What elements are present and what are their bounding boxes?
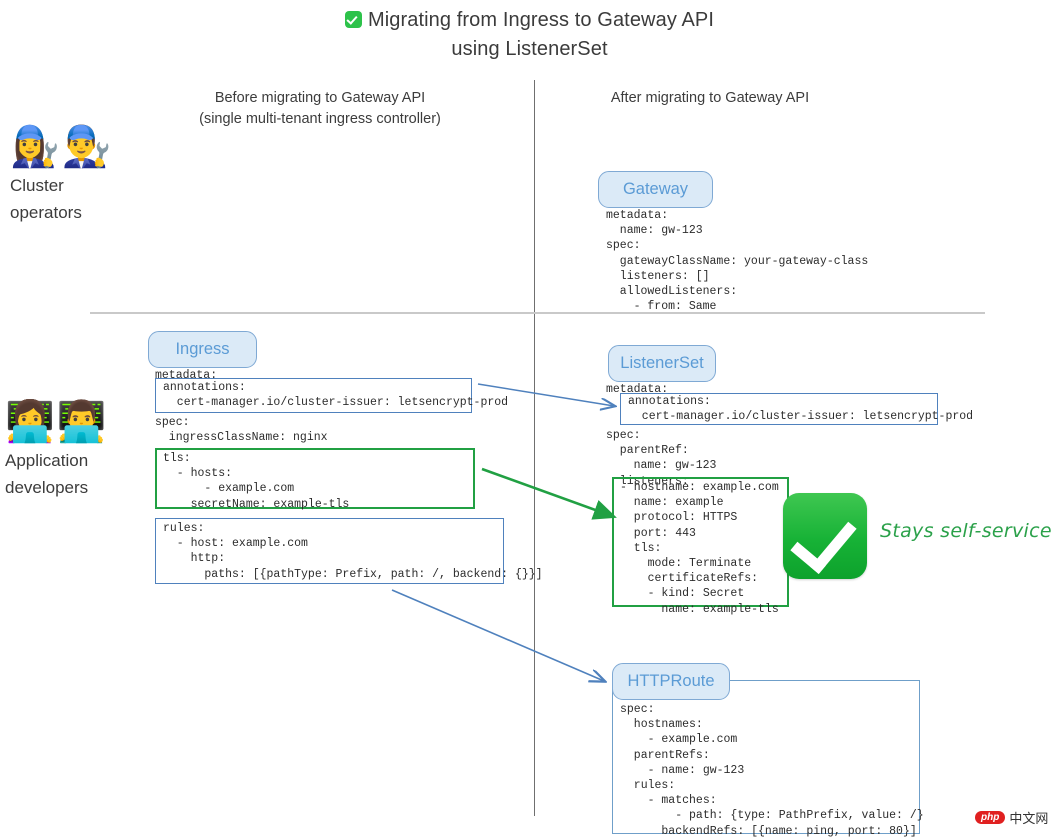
title-line-2: using ListenerSet [451, 38, 608, 60]
ingress-rules-highlight [155, 518, 504, 584]
arrow-annotations [477, 383, 614, 406]
self-service-note: Stays self-service [880, 520, 1052, 542]
watermark-text: 中文网 [1009, 811, 1049, 827]
listenerset-listeners-yaml: - hostname: example.com name: example pr… [620, 481, 779, 616]
column-header-after: After migrating to Gateway API [560, 88, 860, 109]
listenerset-card-tab[interactable]: ListenerSet [608, 345, 716, 382]
before-subheading: (single multi-tenant ingress controller) [199, 111, 441, 127]
ingress-rules-yaml: rules: - host: example.com http: paths: … [163, 522, 543, 581]
arrow-rules-to-httproute [391, 589, 604, 681]
application-developers-emoji-icon: 👩‍💻👨‍💻 [5, 399, 109, 445]
cluster-operators-emoji-icon: 👩‍🔧👨‍🔧 [10, 124, 114, 170]
persona-application-developers: 👩‍💻👨‍💻 Application developers [5, 398, 145, 500]
gateway-yaml: metadata: name: gw-123 spec: gatewayClas… [606, 209, 869, 314]
page-title: Migrating from Ingress to Gateway API us… [0, 6, 1059, 64]
application-developers-label-line-2: developers [5, 478, 89, 497]
httproute-card-label: HTTPRoute [627, 672, 715, 690]
listenerset-card-label: ListenerSet [620, 354, 704, 372]
ingress-card-label: Ingress [175, 340, 230, 358]
listenerset-annotations-yaml: annotations: cert-manager.io/cluster-iss… [628, 395, 974, 424]
arrow-tls-to-listeners [481, 467, 617, 520]
column-header-before: Before migrating to Gateway API (single … [150, 88, 490, 130]
after-heading: After migrating to Gateway API [610, 90, 810, 106]
httproute-yaml: spec: hostnames: - example.com parentRef… [620, 703, 924, 838]
ingress-tls-yaml: tls: - hosts: - example.com secretName: … [163, 452, 350, 511]
white-heavy-check-mark-icon [783, 493, 867, 579]
persona-cluster-operators: 👩‍🔧👨‍🔧 Cluster operators [10, 123, 150, 225]
cluster-operators-label-line-1: Cluster [10, 176, 64, 195]
watermark: php 中文网 [975, 806, 1048, 828]
gateway-card-label: Gateway [622, 180, 689, 198]
title-line-1: Migrating from Ingress to Gateway API [0, 6, 1059, 35]
check-mark-button-icon [344, 11, 362, 28]
ingress-annotations-highlight [155, 378, 472, 413]
before-heading: Before migrating to Gateway API [214, 90, 426, 106]
listenerset-metadata-line: metadata: [606, 383, 669, 396]
watermark-badge: php [975, 810, 1006, 824]
horizontal-divider [90, 312, 985, 314]
ingress-card-tab[interactable]: Ingress [148, 331, 257, 368]
ingress-spec-yaml: spec: ingressClassName: nginx [155, 416, 328, 445]
cluster-operators-label-line-2: operators [10, 203, 82, 222]
ingress-tls-highlight [155, 448, 475, 509]
httproute-card-tab[interactable]: HTTPRoute [612, 663, 730, 700]
gateway-card-tab[interactable]: Gateway [598, 171, 713, 208]
application-developers-label-line-1: Application [5, 451, 89, 470]
ingress-annotations-yaml: annotations: cert-manager.io/cluster-iss… [163, 381, 509, 410]
vertical-divider [534, 80, 535, 816]
listenerset-annotations-highlight [620, 393, 938, 425]
